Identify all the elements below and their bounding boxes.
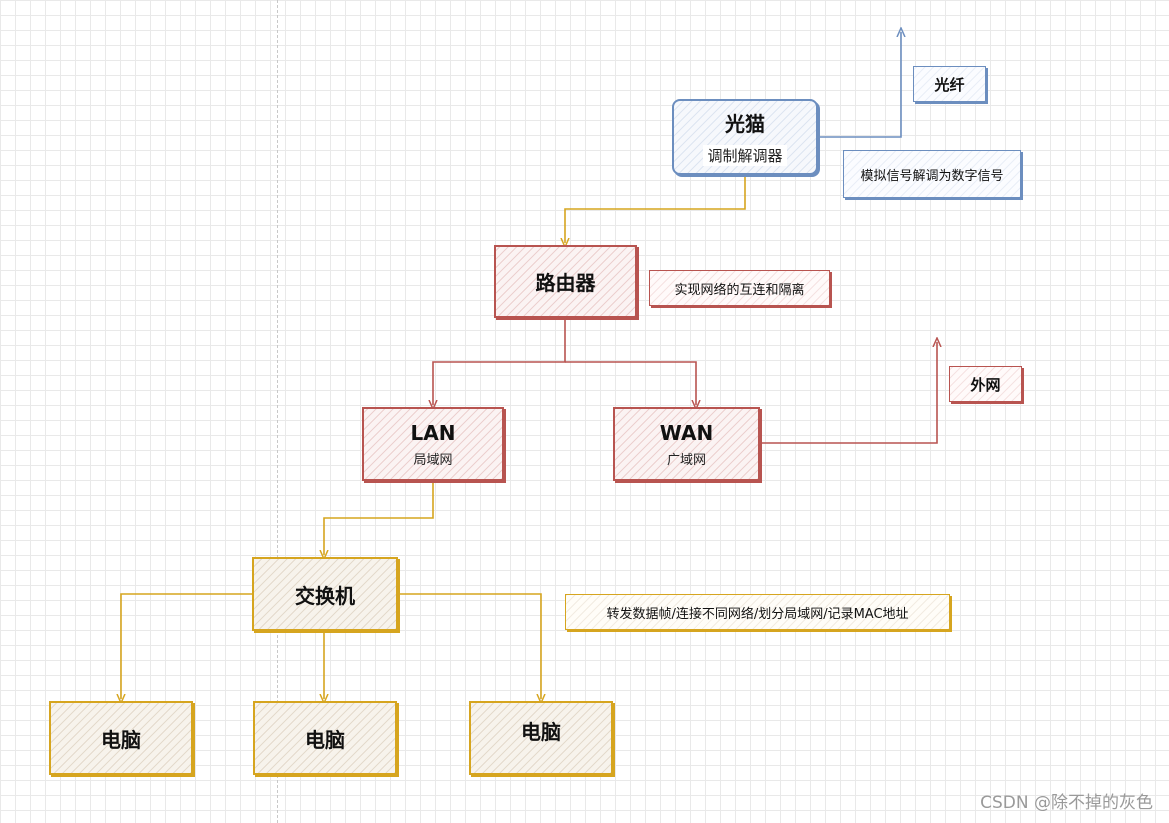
pc-2-title: 电脑 [305,727,345,752]
modem-description-note: 模拟信号解调为数字信号 [843,150,1021,198]
pc-3-title: 电脑 [521,719,561,744]
pc-1-title: 电脑 [101,727,141,752]
wan-subtitle: 广域网 [666,452,706,468]
router-description-text: 实现网络的互连和隔离 [674,282,805,298]
modem-description-text: 模拟信号解调为数字信号 [860,168,1004,184]
switch-node[interactable]: 交换机 [252,557,398,631]
wan-node[interactable]: WAN 广域网 [613,407,760,481]
router-description-note: 实现网络的互连和隔离 [649,270,830,306]
modem-title: 光猫 [725,112,765,136]
router-title: 路由器 [535,271,596,295]
edge-switch-to-pc1 [121,593,252,699]
modem-node[interactable]: 光猫 调制解调器 [672,99,818,175]
switch-title: 交换机 [295,583,355,608]
pc-node-2[interactable]: 电脑 [253,701,397,775]
edge-lan-to-switch [324,481,434,555]
pc-node-3[interactable]: 电脑 [469,701,613,775]
guide-line [277,0,278,823]
lan-subtitle: 局域网 [413,452,453,468]
edge-router-to-lan [433,318,566,405]
external-network-label: 外网 [970,375,1001,394]
edge-wan-to-external [760,342,937,444]
lan-node[interactable]: LAN 局域网 [362,407,504,481]
modem-subtitle: 调制解调器 [703,145,787,166]
watermark: CSDN @除不掉的灰色 [980,793,1153,813]
pc-node-1[interactable]: 电脑 [49,701,193,775]
edge-router-to-wan [565,361,696,405]
fiber-node[interactable]: 光纤 [913,66,986,102]
wan-title: WAN [659,420,714,445]
fiber-label: 光纤 [934,75,965,94]
edge-modem-to-router [565,175,746,243]
lan-title: LAN [410,420,456,445]
switch-description-text: 转发数据帧/连接不同网络/划分局域网/记录MAC地址 [606,606,909,622]
router-node[interactable]: 路由器 [494,245,637,318]
edge-modem-to-fiber [818,32,901,138]
switch-description-note: 转发数据帧/连接不同网络/划分局域网/记录MAC地址 [565,594,950,630]
external-network-node[interactable]: 外网 [949,366,1022,402]
edge-switch-to-pc3 [398,593,541,699]
